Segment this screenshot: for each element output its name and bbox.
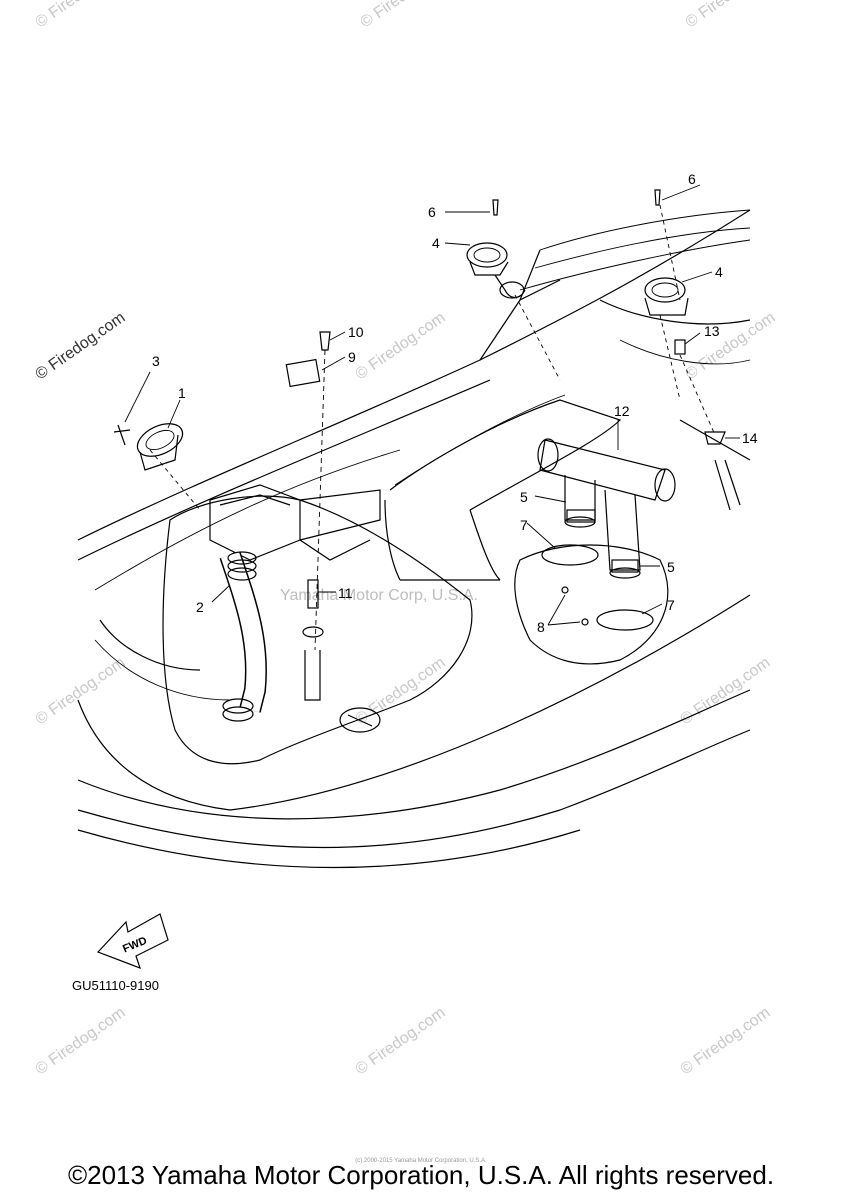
- watermark-firedog: © Firedog.com: [683, 0, 779, 31]
- vent-4-right: [644, 277, 689, 316]
- callout-labels: 1 2 3 4 4 5 5 6 6 7 7 8 9 10 11 12 13 14: [152, 171, 758, 635]
- callout-7: 7: [520, 517, 528, 533]
- callout-4: 4: [715, 264, 723, 280]
- callout-14: 14: [742, 430, 758, 446]
- clamps: [541, 544, 654, 631]
- footer-copyright: ©2013 Yamaha Motor Corporation, U.S.A. A…: [67, 1160, 775, 1190]
- vent-4-left: [466, 242, 526, 299]
- dashed-guides: [149, 294, 681, 511]
- callout-7: 7: [667, 597, 675, 613]
- watermark-firedog: © Firedog.com: [678, 1004, 774, 1078]
- watermarks: © Firedog.com © Firedog.com © Firedog.co…: [33, 0, 779, 1078]
- callout-9: 9: [348, 349, 356, 365]
- callout-10: 10: [348, 324, 364, 340]
- callout-11: 11: [338, 585, 353, 601]
- callout-6: 6: [428, 204, 436, 220]
- parts-9-10-11: [285, 331, 331, 701]
- fwd-arrow: FWD: [96, 913, 169, 970]
- parts-13-14: [674, 339, 741, 511]
- watermark-firedog: © Firedog.com: [33, 1004, 129, 1078]
- watermark-firedog: © Firedog.com: [683, 309, 779, 383]
- watermark-firedog: © Firedog.com: [33, 0, 129, 31]
- callout-3: 3: [152, 353, 160, 369]
- hose-2: [219, 551, 267, 722]
- watermark-firedog: © Firedog.com: [353, 1004, 449, 1078]
- watermark-firedog: © Firedog.com: [358, 0, 454, 31]
- callout-5: 5: [667, 559, 675, 575]
- vent-cap-left: [113, 423, 184, 471]
- watermark-firedog: © Firedog.com: [353, 309, 449, 383]
- callout-2: 2: [196, 599, 204, 615]
- callout-4: 4: [432, 235, 440, 251]
- watermark-yamaha: Yamaha Motor Corp, U.S.A.: [280, 587, 478, 604]
- bracket: [209, 484, 381, 561]
- pins-6: [492, 189, 681, 301]
- callout-12: 12: [614, 403, 630, 419]
- storage-area: [162, 495, 669, 765]
- watermark-firedog: © Firedog.com: [33, 309, 129, 383]
- callout-1: 1: [178, 385, 186, 401]
- callout-8: 8: [537, 619, 545, 635]
- t-connector: [537, 438, 676, 579]
- small-copyright: (c) 2000-2015 Yamaha Motor Corporation, …: [355, 1158, 487, 1164]
- watermark-firedog: © Firedog.com: [33, 654, 129, 728]
- watermark-firedog: © Firedog.com: [678, 654, 774, 728]
- callout-13: 13: [704, 323, 720, 339]
- hull-outline: [77, 209, 751, 869]
- callout-5: 5: [520, 489, 528, 505]
- callout-6: 6: [688, 171, 696, 187]
- diagram-code: GU51110-9190: [72, 978, 159, 993]
- leader-lines: [124, 184, 740, 626]
